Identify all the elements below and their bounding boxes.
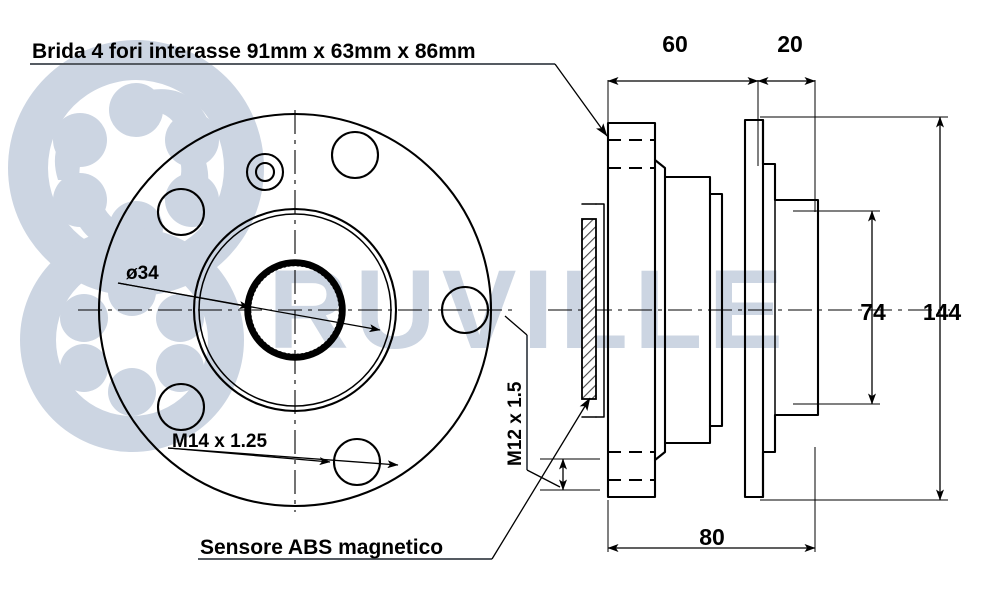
abs-note-leader bbox=[491, 397, 591, 560]
hub-boss-inner-circle bbox=[198, 213, 392, 407]
center-bore-spline-ring bbox=[245, 260, 345, 360]
hub-section-view bbox=[548, 118, 950, 499]
bolt-hole-left-lower bbox=[156, 382, 206, 432]
note-leaders bbox=[30, 63, 608, 560]
wheel-flange-detail bbox=[761, 118, 776, 499]
dimension-label-74: 74 bbox=[860, 299, 886, 325]
wheel-bolt-thread-label: M14 x 1.25 bbox=[172, 431, 267, 452]
wheel-bolt-thread-leader bbox=[167, 447, 399, 469]
bolt-hole-bottom-right bbox=[332, 437, 382, 487]
m12-note-leader bbox=[504, 315, 528, 336]
flange-note-leader bbox=[554, 63, 608, 137]
watermark-brand-text: RUVILLE bbox=[268, 247, 789, 372]
flange-outer-circle bbox=[97, 112, 493, 508]
hub-body-profile bbox=[606, 121, 724, 499]
watermark-group: RUVILLE bbox=[8, 40, 789, 452]
thread-representation-m12 bbox=[608, 138, 655, 482]
bolt-hole-left-upper bbox=[156, 187, 206, 237]
hub-boss-outer-circle bbox=[192, 207, 398, 413]
wheel-bolt-holes bbox=[156, 130, 490, 487]
abs-encoder-ring-hatched bbox=[581, 218, 597, 400]
dimension-label-60: 60 bbox=[662, 31, 688, 57]
center-bore-outer-edge bbox=[244, 259, 346, 361]
flange-face-view bbox=[78, 110, 512, 512]
encoder-carrier-outline bbox=[595, 203, 605, 418]
bearing-logo-watermark-lower bbox=[20, 228, 244, 452]
dimension-label-20: 20 bbox=[777, 31, 803, 57]
bolt-hole-right bbox=[440, 285, 490, 335]
flange-note-label: Brida 4 fori interasse 91mm x 63mm x 86m… bbox=[32, 40, 476, 63]
text-labels: Brida 4 fori interasse 91mm x 63mm x 86m… bbox=[32, 31, 961, 559]
dowel-hole-outer bbox=[245, 152, 285, 192]
dimension-label-80: 80 bbox=[699, 524, 725, 550]
dowel-hole-inner bbox=[254, 161, 276, 183]
encoder-seat-lines bbox=[581, 203, 597, 418]
bearing-logo-watermark bbox=[8, 40, 264, 296]
center-bore-spline-teeth bbox=[249, 264, 341, 356]
dimension-lines bbox=[540, 77, 948, 552]
dimension-label-144: 144 bbox=[923, 299, 962, 325]
bore-diameter-leader bbox=[117, 282, 381, 333]
m12-note-leader-lower bbox=[526, 469, 561, 488]
bore-diameter-label: ø34 bbox=[126, 263, 159, 284]
dowel-pilot-hole bbox=[245, 152, 285, 192]
hub-step-detail bbox=[653, 158, 712, 462]
bolt-hole-top-right bbox=[330, 130, 380, 180]
abs-sensor-note-label: Sensore ABS magnetico bbox=[200, 536, 443, 559]
axle-nut-thread-label: M12 x 1.5 bbox=[505, 381, 526, 466]
